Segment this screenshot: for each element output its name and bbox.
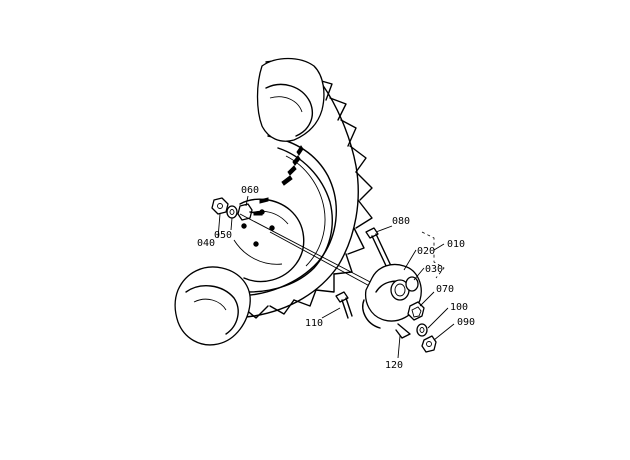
callout-080: 080 (392, 216, 410, 227)
tire-assembly (174, 57, 373, 346)
hub-housing-020 (362, 263, 422, 329)
tire-bottom-section (174, 266, 251, 346)
nut-040 (211, 197, 229, 215)
leader-lines (217, 195, 455, 359)
washer-100 (416, 323, 428, 337)
bolt-060 (237, 203, 263, 221)
cap-030 (405, 276, 419, 292)
callout-030: 030 (425, 264, 443, 275)
hub-bolt-holes (241, 209, 275, 247)
bolt-110 (335, 291, 353, 319)
callout-120: 120 (385, 360, 403, 371)
nut-070 (407, 301, 425, 321)
pin-080 (365, 227, 393, 271)
callout-050: 050 (214, 230, 232, 241)
callout-010: 010 (447, 239, 465, 250)
callout-040: 040 (197, 238, 215, 249)
callout-070: 070 (436, 284, 454, 295)
callout-100: 100 (450, 302, 468, 313)
callout-020: 020 (417, 246, 435, 257)
callout-090: 090 (457, 317, 475, 328)
assembly-line (239, 213, 375, 285)
nut-090 (421, 335, 437, 353)
rim-flange (247, 147, 333, 293)
cotter-pin-120 (395, 323, 411, 339)
callout-110: 110 (305, 318, 323, 329)
callout-labels: 010 020 030 040 050 060 070 080 090 100 … (197, 185, 475, 371)
washer-050 (226, 205, 238, 219)
callout-060: 060 (241, 185, 259, 196)
